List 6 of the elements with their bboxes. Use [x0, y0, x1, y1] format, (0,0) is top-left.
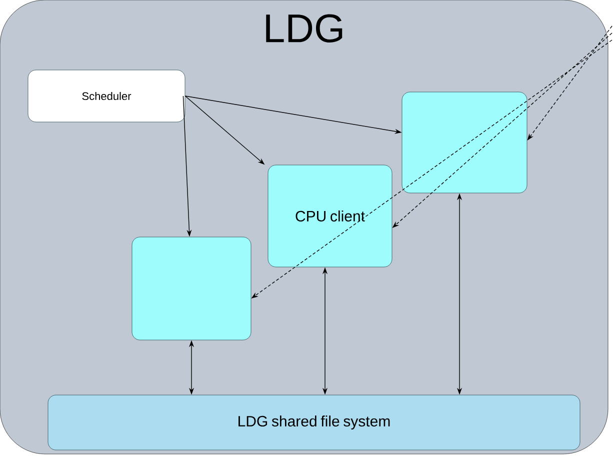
arrow [527, 26, 612, 140]
process-box [132, 236, 252, 340]
process-box: Scheduler [28, 70, 186, 122]
storage-bar: LDG shared file system [48, 394, 580, 450]
process-box: CPU client [268, 164, 392, 268]
process-box [402, 92, 528, 194]
